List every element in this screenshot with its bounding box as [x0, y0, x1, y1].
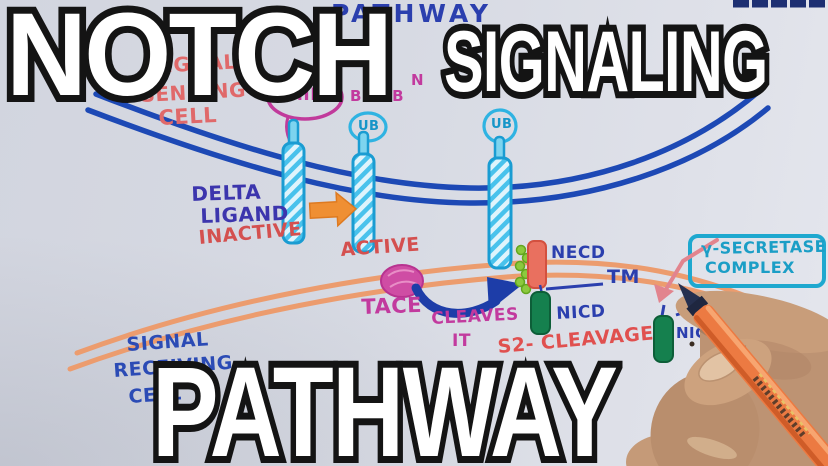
tm-pointer-line: [545, 282, 604, 291]
nicd-rod: [530, 291, 551, 335]
orange-marker: [678, 283, 828, 466]
tm-label: TM: [607, 266, 640, 288]
title-pathway-outline: PATHWAY: [147, 341, 624, 466]
middle-finger: [650, 372, 760, 466]
cleaves-label-line2: IT: [452, 331, 471, 351]
sending-cell-membrane: [85, 89, 771, 206]
title-signaling-fill: SIGNALING: [444, 14, 768, 110]
bomb-label-line1: N: [411, 71, 425, 89]
handwritten-pathway-top: PATHWAY: [331, 0, 492, 28]
title-notch-fill: NOTCH: [6, 0, 393, 121]
delta-ligand-receptor-inactive: [281, 118, 306, 245]
notch-cleavage-complex: [514, 240, 604, 335]
title-signaling: SIGNALING SIGNALING: [439, 12, 773, 112]
nicd-rod-right: [653, 304, 693, 363]
cleaves-arrow-icon: [411, 277, 523, 318]
secretase-complex-box: [688, 234, 826, 288]
s3-arrow-icon: [654, 238, 719, 303]
title-pathway-fill: PATHWAY: [152, 341, 618, 466]
title-notch: NOTCH NOTCH: [0, 0, 400, 121]
activation-arrow-icon: [308, 191, 358, 228]
title-signaling-outline: SIGNALING: [439, 12, 773, 112]
mib-label: MIB: [286, 85, 324, 105]
notch-receptor: [482, 108, 518, 270]
index-finger: [675, 290, 828, 354]
delta-ligand-receptor-active: [348, 111, 388, 254]
ub-label-left: UB: [358, 119, 380, 134]
ub-label-right: UB: [491, 117, 513, 132]
necd-label: NECD: [551, 243, 606, 263]
marker-barrel: [693, 304, 828, 466]
title-pathway: PATHWAY PATHWAY: [147, 341, 624, 466]
necd-rod: [527, 240, 547, 289]
title-notch-outline: NOTCH: [0, 0, 400, 121]
bomb-label-line2: BOMB: [350, 87, 405, 105]
secretase-label-line2: COMPLEX: [705, 258, 795, 277]
